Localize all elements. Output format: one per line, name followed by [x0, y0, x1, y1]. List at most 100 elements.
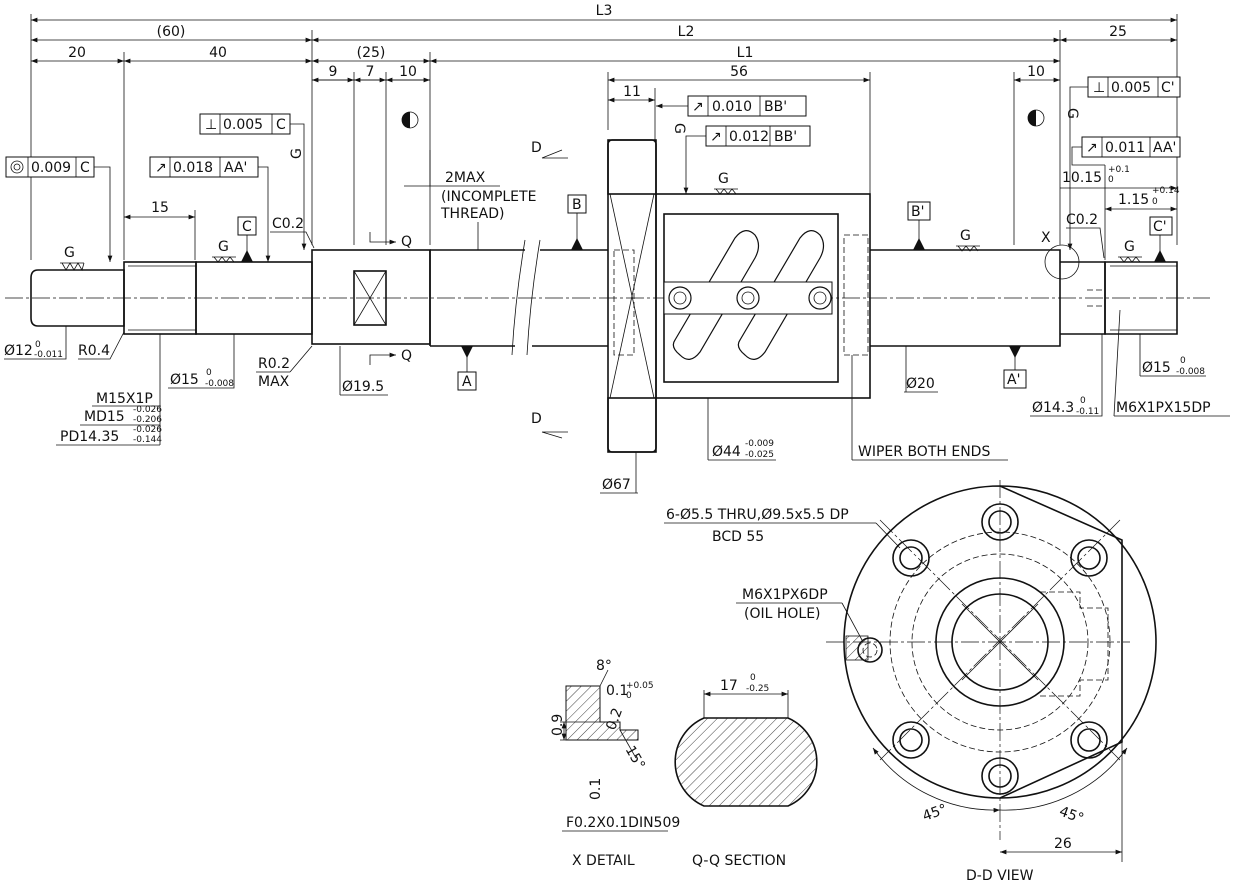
label-45-right: 45°: [1057, 804, 1086, 828]
label-f02-din509: F0.2X0.1DIN509: [566, 815, 680, 831]
label-phi195: Ø19.5: [342, 379, 384, 395]
sup-phi15-lower: -0.008: [205, 379, 234, 389]
label-phi15-right: Ø15: [1142, 360, 1171, 376]
sup-phi15r-upper: 0: [1180, 356, 1186, 366]
label-8deg: 8°: [596, 658, 612, 674]
label-bolt-holes: 6-Ø5.5 THRU,Ø9.5x5.5 DP: [666, 507, 849, 523]
dim-25-paren: (25): [357, 45, 386, 61]
tol-runout-3: 0.012: [729, 129, 769, 145]
dim-L1: L1: [737, 45, 754, 61]
datum-ref-cp: C': [1161, 80, 1175, 96]
runout-icon: ↗: [155, 160, 167, 176]
label-phi12: Ø12: [4, 343, 33, 359]
dim-10b: 10: [1027, 64, 1045, 80]
sup-17-lower: -0.25: [746, 684, 769, 694]
sup-md15-lower: -0.206: [133, 415, 162, 425]
label-phi15-left: Ø15: [170, 372, 199, 388]
label-0-1-top: 0.1: [606, 683, 628, 699]
sup-01-lower: 0: [626, 691, 632, 701]
datum-b-prime: B': [911, 204, 924, 220]
perpendicular-icon: ⊥: [205, 117, 217, 133]
runout-icon-3: ↗: [710, 129, 722, 145]
dim-17: 17: [720, 678, 738, 694]
label-r04: R0.4: [78, 343, 110, 359]
dim-11: 11: [623, 84, 641, 100]
label-bcd: BCD 55: [712, 529, 764, 545]
dim-15: 15: [151, 200, 169, 216]
finish-g-5: G: [1124, 239, 1135, 255]
sup-pd-lower: -0.144: [133, 435, 162, 445]
label-r02: R0.2: [258, 356, 290, 372]
finish-g-4: G: [960, 228, 971, 244]
finish-g-1: G: [64, 245, 75, 261]
x-detail: 0.9 8° 0.1 +0.05 0 0.2 15° 0.1 F0.2X0.1D…: [550, 658, 680, 869]
label-x: X: [1041, 230, 1051, 246]
datum-ref-aa: AA': [224, 160, 247, 176]
label-0-1-bottom: 0.1: [588, 778, 604, 800]
label-45-left: 45°: [921, 801, 950, 825]
label-dd-view: D-D VIEW: [966, 868, 1034, 884]
sup-01-upper: +0.05: [626, 681, 654, 691]
label-oil-hole-1: M6X1PX6DP: [742, 587, 828, 603]
label-m15: M15X1P: [96, 391, 153, 407]
label-wiper: WIPER BOTH ENDS: [858, 444, 990, 460]
tol-concentricity: 0.009: [31, 160, 71, 176]
sup-phi143-lower: -0.11: [1076, 407, 1099, 417]
tol-runout-1: 0.018: [173, 160, 213, 176]
label-d-bottom: D: [531, 411, 542, 427]
qq-section: 17 0 -0.25 Q-Q SECTION: [674, 673, 818, 869]
dd-view: 45° 45° 26 6-Ø5.5 THRU,Ø9.5x5.5 DP BCD 5…: [664, 480, 1157, 884]
dim-7: 7: [366, 64, 375, 80]
main-view-labels: C0.2 C0.2 X Q Q D D 2MAX (INCOMPLETE THR…: [4, 140, 1230, 494]
sup-115-lower: 0: [1152, 197, 1158, 207]
label-pd: PD14.35: [60, 429, 119, 445]
sup-phi12-lower: -0.011: [34, 350, 63, 360]
finish-g-6: G: [289, 148, 305, 159]
dim-10-15: 10.15: [1062, 170, 1102, 186]
dimension-chain: L3 (60) L2 25 20 40 (25) L1 9 7 10 56 10…: [30, 3, 1178, 260]
datum-boxes: C B A B' A' C': [237, 194, 1173, 391]
datum-c-prime: C': [1153, 219, 1167, 235]
label-phi44: Ø44: [712, 444, 741, 460]
tol-perp-2: 0.005: [1111, 80, 1151, 96]
label-15deg: 15°: [622, 743, 648, 773]
finish-g-3: G: [718, 171, 729, 187]
dim-L2: L2: [678, 24, 695, 40]
dim-60: (60): [157, 24, 186, 40]
sup-phi143-upper: 0: [1080, 396, 1086, 406]
dim-20: 20: [68, 45, 86, 61]
ball-screw-shaft: [5, 239, 1210, 356]
label-0-9: 0.9: [550, 714, 566, 736]
label-phi20: Ø20: [906, 376, 935, 392]
label-md15: MD15: [84, 409, 125, 425]
sup-phi44-lower: -0.025: [745, 450, 774, 460]
datum-a: A: [462, 374, 472, 390]
label-q-top: Q: [401, 234, 412, 250]
tol-perp-1: 0.005: [223, 117, 263, 133]
sup-1015-lower: 0: [1108, 175, 1114, 185]
label-qq-section: Q-Q SECTION: [692, 853, 786, 869]
tol-runout-2: 0.010: [712, 99, 752, 115]
label-c02-left: C0.2: [272, 216, 304, 232]
dim-40: 40: [209, 45, 227, 61]
dim-L3: L3: [596, 3, 613, 19]
sup-md15-upper: -0.026: [133, 405, 162, 415]
sup-pd-upper: -0.026: [133, 425, 162, 435]
datum-b: B: [572, 197, 582, 213]
label-x-detail: X DETAIL: [572, 853, 635, 869]
datum-ref-c: C: [80, 160, 90, 176]
sup-phi44-upper: -0.009: [745, 439, 774, 449]
dim-10a: 10: [399, 64, 417, 80]
label-incomplete-2: THREAD): [440, 206, 504, 222]
datum-ref-bb2: BB': [774, 129, 797, 145]
label-incomplete-1: (INCOMPLETE: [441, 189, 536, 205]
dim-56: 56: [730, 64, 748, 80]
tol-runout-4: 0.011: [1105, 140, 1145, 156]
sup-phi15-upper: 0: [206, 368, 212, 378]
perpendicular-icon-2: ⊥: [1093, 80, 1105, 96]
label-m6-15dp: M6X1PX15DP: [1116, 400, 1211, 416]
sup-17-upper: 0: [750, 673, 756, 683]
datum-a-prime: A': [1007, 372, 1020, 388]
datum-c: C: [242, 219, 252, 235]
